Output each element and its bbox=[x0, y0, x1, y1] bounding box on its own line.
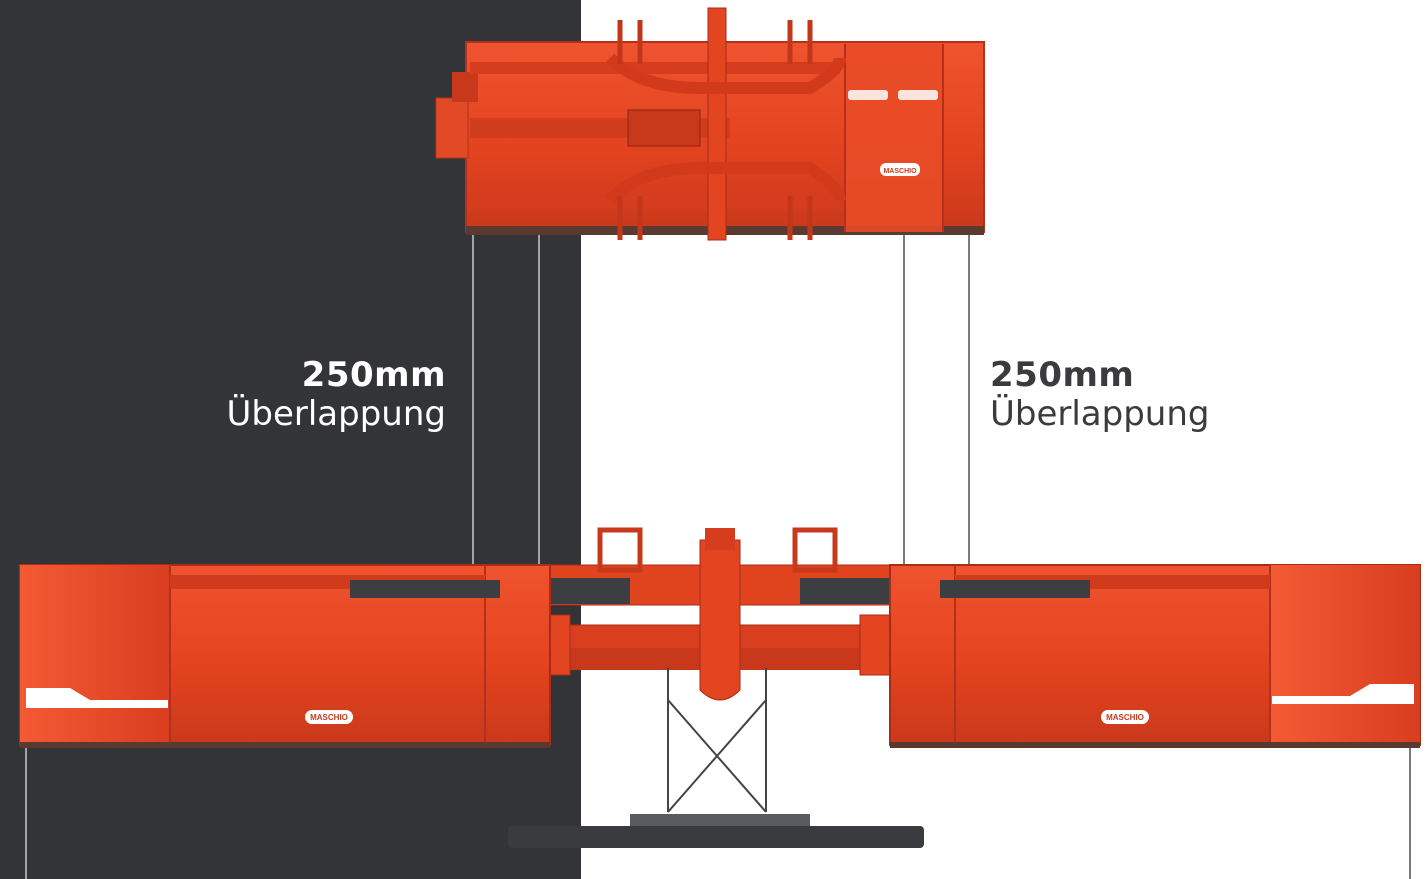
left-wing-brand: MASCHIO bbox=[310, 713, 348, 722]
left-wing-logo: MASCHIO bbox=[305, 710, 353, 724]
front-mower-brand: MASCHIO bbox=[883, 168, 917, 175]
overlap-left-caption: Überlappung bbox=[226, 394, 447, 435]
overlap-right-caption: Überlappung bbox=[990, 394, 1210, 435]
right-wing-mower: MASCHIO bbox=[889, 564, 1421, 748]
right-wing-logo: MASCHIO bbox=[1101, 710, 1149, 724]
overlap-label-left: 250mm Überlappung bbox=[180, 355, 447, 435]
center-frame bbox=[484, 527, 946, 848]
right-wing-brand: MASCHIO bbox=[1106, 713, 1144, 722]
measurement-lines bbox=[25, 232, 1411, 879]
overlap-left-value: 250mm bbox=[301, 355, 446, 395]
overlap-label-right: 250mm Überlappung bbox=[990, 355, 1290, 435]
front-mower-logo: MASCHIO bbox=[880, 163, 920, 176]
overlap-right-value: 250mm bbox=[990, 355, 1135, 395]
front-mower: MASCHIO bbox=[435, 7, 985, 241]
left-wing-mower: MASCHIO bbox=[19, 564, 551, 748]
